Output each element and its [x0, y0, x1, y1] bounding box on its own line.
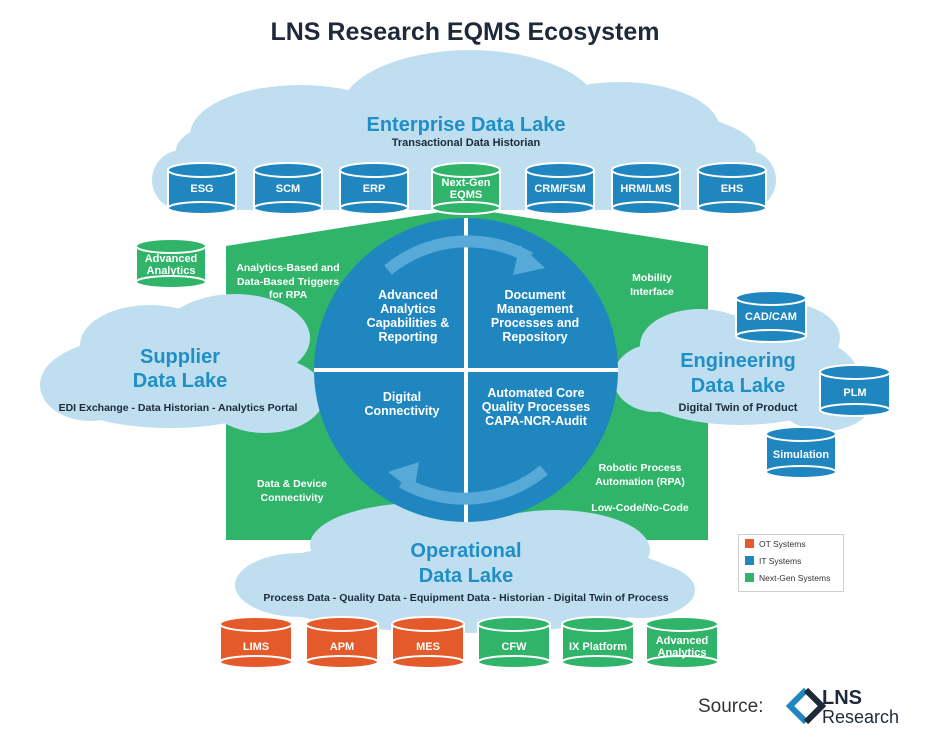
cylinder-next-gen-eqms — [431, 162, 501, 215]
cylinder-supplier-advanced-analytics — [135, 238, 207, 289]
lns-logo-mark — [785, 687, 827, 725]
cylinder-apm — [305, 616, 379, 669]
cycle-arrow-top-head — [513, 245, 545, 275]
cycle-arrow-bottom-head — [388, 462, 419, 492]
operational-cloud — [235, 503, 695, 633]
operational-cylinders — [219, 616, 719, 669]
legend-item-ot: OT Systems — [739, 535, 843, 552]
label-data-device-connectivity: Data & Device Connectivity — [256, 478, 328, 504]
supplier-lake-title-line1: Supplier — [139, 346, 220, 368]
operational-lake-title-line1: Operational — [410, 540, 522, 562]
operational-lake-subtitle: Process Data - Quality Data - Equipment … — [263, 592, 669, 604]
legend-label-ot: OT Systems — [759, 538, 806, 549]
cylinder-crm-fsm — [525, 162, 595, 215]
cylinder-label-plm: PLM — [843, 387, 867, 399]
page-title: LNS Research EQMS Ecosystem — [270, 18, 660, 46]
cylinder-label-crm-fsm: CRM/FSM — [534, 183, 586, 195]
quadrant-automated-core-quality: Automated Core Quality Processes CAPA-NC… — [481, 386, 591, 428]
cycle-arrow-bottom — [399, 465, 548, 505]
cylinder-label-simulation: Simulation — [772, 449, 830, 461]
cylinder-scm — [253, 162, 323, 215]
supplier-lake-subtitle: EDI Exchange - Data Historian - Analytic… — [58, 402, 298, 414]
enterprise-lake-title: Enterprise Data Lake — [366, 114, 566, 136]
cylinder-label-cad-cam: CAD/CAM — [745, 311, 797, 323]
enterprise-cylinders — [167, 162, 767, 215]
cylinder-lims — [219, 616, 293, 669]
cylinder-ix-platform — [561, 616, 635, 669]
legend-label-it: IT Systems — [759, 555, 802, 566]
cylinder-erp — [339, 162, 409, 215]
quadrant-document-management: Document Management Processes and Reposi… — [490, 288, 580, 344]
supplier-cloud — [40, 294, 325, 433]
quadrant-advanced-analytics: Advanced Analytics Capabilities & Report… — [366, 288, 450, 344]
operational-lake-title-line2: Data Lake — [418, 565, 514, 587]
legend-swatch-ot — [745, 539, 754, 548]
cylinder-label-hrm-lms: HRM/LMS — [620, 183, 672, 195]
source-label: Source: — [698, 696, 764, 717]
cylinder-hrm-lms — [611, 162, 681, 215]
cylinder-label-scm: SCM — [275, 183, 301, 195]
cylinder-plm — [819, 364, 891, 417]
cylinder-operational-advanced-analytics — [645, 616, 719, 669]
legend-item-next-gen: Next-Gen Systems — [739, 569, 843, 586]
enterprise-lake-subtitle: Transactional Data Historian — [391, 137, 541, 149]
cylinder-cfw — [477, 616, 551, 669]
legend-label-next-gen: Next-Gen Systems — [759, 572, 831, 583]
quadrant-digital-connectivity: Digital Connectivity — [364, 390, 440, 418]
cylinder-label-ix-platform: IX Platform — [568, 641, 628, 653]
label-robotic-process-automation: Robotic Process Automation (RPA) — [595, 462, 685, 488]
label-mobility-interface: Mobility Interface — [630, 272, 674, 298]
cylinder-esg — [167, 162, 237, 215]
engineering-lake-title-line1: Engineering — [680, 350, 796, 372]
cylinder-label-mes: MES — [416, 641, 440, 653]
cylinder-label-operational-advanced-analytics: Advanced Analytics — [655, 635, 709, 659]
cylinder-simulation — [765, 426, 837, 479]
engineering-lake-title-line2: Data Lake — [690, 375, 786, 397]
cylinder-label-ehs: EHS — [720, 183, 744, 195]
cylinder-label-erp: ERP — [362, 183, 386, 195]
engineering-cylinders — [735, 290, 891, 479]
lns-logo-line1: LNS — [822, 687, 862, 709]
cylinder-mes — [391, 616, 465, 669]
legend-swatch-next-gen — [745, 573, 754, 582]
lns-logo-text: LNS Research — [822, 688, 899, 726]
label-low-code-no-code: Low-Code/No-Code — [591, 502, 689, 514]
legend-item-it: IT Systems — [739, 552, 843, 569]
cylinder-label-next-gen-eqms: Next-Gen EQMS — [441, 177, 491, 201]
cylinder-label-apm: APM — [329, 641, 355, 653]
cylinder-cad-cam — [735, 290, 807, 343]
cycle-arrow-top — [384, 235, 533, 275]
cylinder-label-supplier-advanced-analytics: Advanced Analytics — [144, 253, 198, 277]
cylinder-label-lims: LIMS — [242, 641, 270, 653]
legend: OT Systems IT Systems Next-Gen Systems — [738, 534, 844, 592]
engineering-lake-subtitle: Digital Twin of Product — [678, 402, 798, 414]
cylinder-label-cfw: CFW — [501, 641, 527, 653]
label-analytics-triggers-rpa: Analytics-Based and Data-Based Triggers … — [236, 262, 340, 302]
legend-swatch-it — [745, 556, 754, 565]
cylinder-label-esg: ESG — [190, 183, 214, 195]
supplier-lake-title-line2: Data Lake — [132, 370, 228, 392]
lns-logo-line2: Research — [822, 707, 900, 727]
cylinder-ehs — [697, 162, 767, 215]
